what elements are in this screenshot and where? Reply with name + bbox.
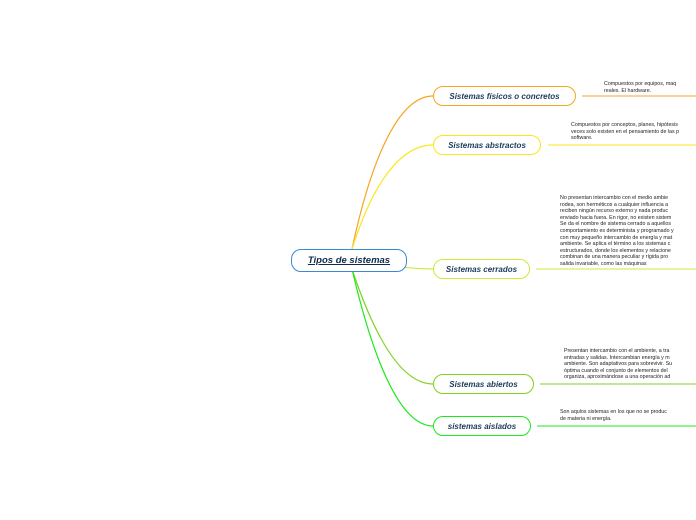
note-line: comportamiento es determinista y program… — [560, 227, 674, 234]
note-line: rodea, son herméticos a cualquier influe… — [560, 201, 669, 208]
connector-curve — [351, 268, 434, 385]
note-sistemas-aislados: Son aqulos sistemas en los que no se pro… — [560, 409, 696, 422]
note-line: Presentan intercambio con el ambiente, a… — [564, 348, 670, 354]
note-line: entradas y salidas. Intercambian energía… — [564, 354, 670, 361]
note-line: reciben ningún recurso externo y nada pr… — [560, 208, 669, 215]
note-line: No presentan intercambio con el medio am… — [560, 195, 669, 201]
note-line: organiza, aproximándose a una operación … — [564, 374, 671, 381]
note-line: Compuestos por equipos, maq — [604, 81, 677, 87]
note-line: Se da el nombre de sistema cerrado a aqu… — [560, 221, 672, 228]
topic-sistemas-fisicos[interactable]: Sistemas físicos o concretos — [433, 86, 576, 106]
note-line: Son aqulos sistemas en los que no se pro… — [560, 409, 667, 415]
note-line: de materia ni energía. — [560, 415, 612, 422]
note-line: software. — [571, 135, 593, 142]
note-sistemas-abiertos: Presentan intercambio con el ambiente, a… — [564, 348, 696, 381]
note-line: estructurados, donde los elementos y rel… — [560, 247, 672, 254]
topic-sistemas-cerrados[interactable]: Sistemas cerrados — [433, 259, 530, 279]
note-line: reales. El hardware. — [604, 87, 652, 94]
note-line: combinan de una manera peculiar y rígida… — [560, 254, 669, 261]
root-topic[interactable]: Tipos de sistemas — [291, 249, 407, 272]
connector-curve — [351, 95, 434, 250]
note-sistemas-cerrados: No presentan intercambio con el medio am… — [560, 195, 696, 268]
note-line: salida invariable, como las máquinas — [560, 260, 647, 267]
note-line: con muy pequeño intercambio de energía y… — [560, 234, 673, 241]
note-line: veces solo existen en el pensamiento de … — [571, 128, 680, 135]
topic-sistemas-abstractos[interactable]: Sistemas abstractos — [433, 135, 541, 155]
note-line: enviado hacia fuera. En rigor, no existe… — [560, 214, 672, 221]
note-sistemas-abstractos: Compuestos por conceptos, planes, hipóte… — [571, 122, 696, 142]
note-sistemas-fisicos: Compuestos por equipos, maq reales. El h… — [604, 81, 696, 94]
note-line: óptima cuando el conjunto de elementos d… — [564, 367, 668, 374]
note-line: Compuestos por conceptos, planes, hipóte… — [571, 122, 678, 128]
connector-curve — [351, 268, 434, 427]
note-line: ambiente. Se aplica el término a los sis… — [560, 241, 671, 248]
topic-sistemas-abiertos[interactable]: Sistemas abiertos — [433, 374, 534, 394]
note-line: ambiente. Son adaptativos para sobrevivi… — [564, 361, 673, 368]
connector-curve — [351, 144, 434, 250]
topic-sistemas-aislados[interactable]: sistemas aislados — [433, 416, 531, 436]
